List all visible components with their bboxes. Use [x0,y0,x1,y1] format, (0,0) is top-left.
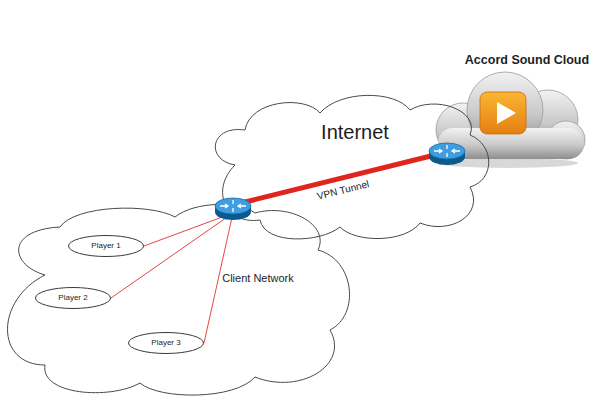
router-top [215,198,251,214]
cloud-icon [436,72,585,168]
player-ellipse: Player 3 [128,332,204,354]
ellipse-outline [69,236,144,257]
router-top [429,143,465,159]
vpn-tunnel [233,152,447,205]
router-icon [215,198,251,220]
cloud-outline [215,95,488,239]
edge-group [233,152,447,205]
router-arrows [220,200,246,212]
ellipse-outline [36,288,111,309]
play-button [480,92,526,134]
player-links [111,213,233,343]
edge-label: VPN Tunnel [316,178,370,202]
router-icon [429,143,465,165]
player-link [111,213,233,298]
network-cloud: Client Network Player 1 Player 2 Player 3 [0,205,355,395]
player-ellipse: Player 1 [68,235,144,257]
player-ellipse: Player 2 [35,287,111,309]
router-body [429,149,465,165]
node-label: Player 1 [68,241,144,250]
cloud-service-node: Accord Sound Cloud [447,50,587,168]
player-link [144,213,233,246]
node-label: Player 3 [128,338,204,347]
router-body [429,151,465,157]
ellipse-outline [129,333,204,354]
node-outline [205,95,490,240]
router-body [215,204,251,220]
node-label: Player 2 [35,293,111,302]
router-arrows [434,145,460,157]
internet-cloud: Internet [205,95,490,240]
play-triangle [497,102,516,124]
node-label: Accord Sound Cloud [447,53,594,67]
node-label: Internet [295,121,415,144]
cloud-outline [8,204,350,395]
icon-shadow [438,158,578,168]
router-body [215,206,251,212]
node-label: Client Network [198,272,318,285]
